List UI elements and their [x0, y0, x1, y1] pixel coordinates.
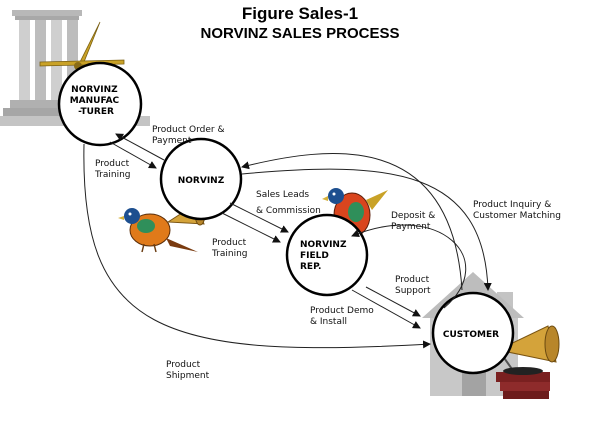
label-product-support: Product Support [395, 275, 432, 296]
label-line: Payment [391, 222, 431, 232]
manufacturer-label-line: -TURER [78, 107, 114, 117]
label-line: Product [395, 275, 430, 285]
label-product-training: Product Training [94, 159, 132, 180]
norvinz-node [159, 137, 243, 221]
field-rep-label-line: FIELD [300, 251, 329, 261]
manufacturer-label-line: MANUFAC [70, 96, 120, 106]
arrow-product-shipment [83, 143, 431, 349]
label-line: Deposit & [391, 211, 435, 221]
field-rep-label-line: REP. [300, 262, 321, 272]
label-line: Product Inquiry & [473, 200, 551, 210]
field-rep-node [285, 213, 369, 297]
label-line: Training [211, 249, 248, 259]
label-line: Support [395, 286, 431, 296]
field-rep-label: NORVINZ FIELD REP. [300, 240, 350, 272]
arrow-product-training [109, 141, 157, 169]
label-inquiry: Product Inquiry & Customer Matching [473, 200, 561, 221]
label-deposit-payment: Deposit & Payment [391, 211, 438, 232]
label-product-demo: Product Demo & Install [310, 306, 377, 327]
label-sales-leads: Sales Leads [256, 190, 309, 200]
customer-node [431, 291, 515, 375]
norvinz-label: NORVINZ [178, 176, 225, 186]
label-line: Product [166, 360, 201, 370]
label-line: Customer Matching [473, 211, 561, 221]
manufacturer-node [57, 61, 143, 147]
arrow-inquiry-to-norvinz [241, 153, 463, 291]
manufacturer-label: NORVINZ MANUFAC -TURER [70, 85, 123, 117]
label-line: & Install [310, 317, 347, 327]
diagram-title: NORVINZ SALES PROCESS [201, 25, 400, 42]
arrow-product-demo [351, 289, 421, 329]
label-line: Product Demo [310, 306, 374, 316]
label-line: Product [212, 238, 247, 248]
arrow-deposit-payment [351, 224, 467, 309]
manufacturer-label-line: NORVINZ [71, 85, 118, 95]
label-line: Payment [152, 136, 192, 146]
field-rep-label-line: NORVINZ [300, 240, 347, 250]
label-line: Training [94, 170, 131, 180]
arrow-product-support [365, 286, 421, 317]
arrow-sales-leads [229, 202, 289, 233]
arrow-product-training-field [221, 212, 281, 243]
label-product-order: Product Order & Payment [152, 125, 227, 146]
label-line: Product [95, 159, 130, 169]
label-product-shipment: Product Shipment [166, 360, 210, 381]
label-commission: & Commission [256, 206, 321, 216]
arrow-matching-to-customer [241, 168, 492, 291]
gramophone-icon [496, 325, 560, 399]
figure-title: Figure Sales-1 [242, 4, 358, 23]
label-line: Product Order & [152, 125, 225, 135]
customer-label: CUSTOMER [443, 330, 499, 340]
bird-icon [118, 208, 198, 253]
label-product-training-field: Product Training [211, 238, 249, 259]
label-line: Shipment [166, 371, 210, 381]
arrow-product-order [115, 133, 165, 161]
